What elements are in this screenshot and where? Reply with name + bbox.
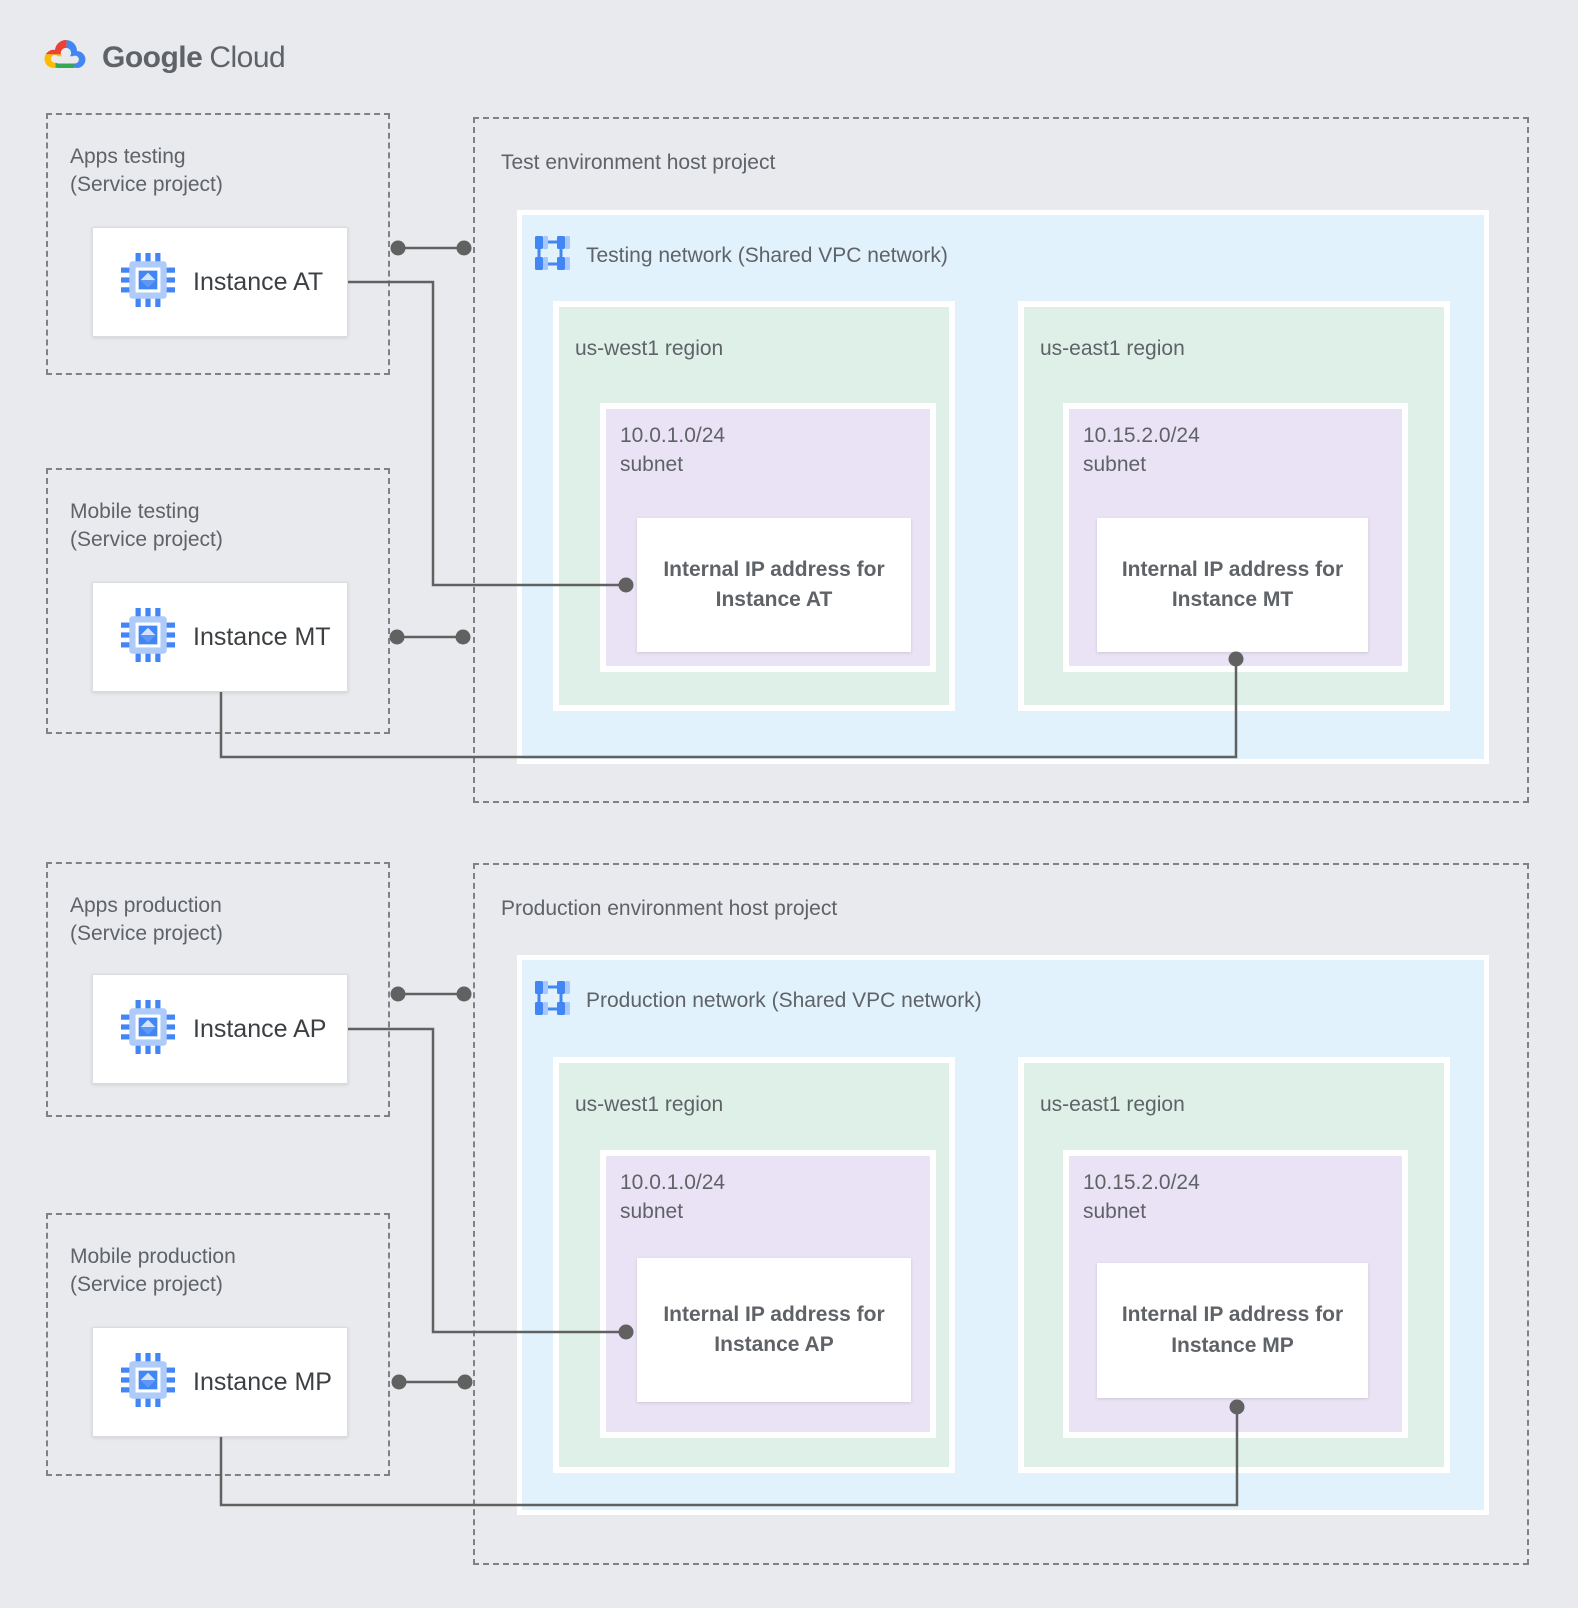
compute-engine-icon xyxy=(121,1352,175,1412)
instance-label: Instance MT xyxy=(193,622,331,651)
subnet-label: 10.0.1.0/24 subnet xyxy=(620,1168,725,1227)
logo-brand: Google xyxy=(102,40,203,74)
test-host-project-title: Test environment host project xyxy=(501,151,776,174)
subnet-label: 10.15.2.0/24 subnet xyxy=(1083,1168,1200,1227)
compute-engine-icon xyxy=(121,607,175,667)
mobile-production-label: Mobile production (Service project) xyxy=(70,1243,236,1300)
apps-production-project-box: Apps production (Service project) xyxy=(46,862,390,1117)
internal-ip-instance-mp-box: Internal IP address for Instance MP xyxy=(1097,1263,1368,1398)
subnet-cidr: 10.0.1.0/24 xyxy=(620,1171,726,1194)
subnet-label: 10.15.2.0/24 subnet xyxy=(1083,421,1200,480)
mobile-testing-project-box: Mobile testing (Service project) xyxy=(46,468,390,734)
project-name: Mobile testing xyxy=(70,500,200,523)
production-network-header: Production network (Shared VPC network) xyxy=(530,978,982,1023)
project-subtitle: (Service project) xyxy=(70,528,223,552)
project-subtitle: (Service project) xyxy=(70,1273,223,1297)
region-label: us-east1 region xyxy=(1040,337,1185,360)
instance-label: Instance AP xyxy=(193,1014,327,1043)
project-subtitle: (Service project) xyxy=(70,173,223,197)
vpc-network-icon xyxy=(530,978,570,1023)
compute-engine-icon xyxy=(121,252,175,312)
internal-ip-instance-ap-box: Internal IP address for Instance AP xyxy=(637,1258,911,1402)
testing-network-label: Testing network (Shared VPC network) xyxy=(586,243,948,267)
internal-ip-instance-at-box: Internal IP address for Instance AT xyxy=(637,518,911,652)
compute-engine-icon xyxy=(121,999,175,1059)
mobile-testing-label: Mobile testing (Service project) xyxy=(70,498,223,555)
instance-mt-card: Instance MT xyxy=(92,582,348,692)
testing-network-header: Testing network (Shared VPC network) xyxy=(530,233,948,278)
production-host-project-title: Production environment host project xyxy=(501,897,838,920)
project-name: Mobile production xyxy=(70,1245,236,1268)
project-subtitle: (Service project) xyxy=(70,922,223,946)
region-label: us-east1 region xyxy=(1040,1093,1185,1116)
project-name: Apps testing xyxy=(70,145,186,168)
instance-mp-card: Instance MP xyxy=(92,1327,348,1437)
production-network-label: Production network (Shared VPC network) xyxy=(586,988,982,1012)
subnet-cidr: 10.15.2.0/24 xyxy=(1083,1171,1200,1194)
internal-ip-instance-mt-box: Internal IP address for Instance MT xyxy=(1097,518,1368,652)
logo-product: Cloud xyxy=(209,40,286,74)
subnet-word: subnet xyxy=(1083,453,1147,477)
subnet-label: 10.0.1.0/24 subnet xyxy=(620,421,725,480)
region-label: us-west1 region xyxy=(575,337,724,360)
google-cloud-icon xyxy=(38,34,90,81)
vpc-network-icon xyxy=(530,233,570,278)
subnet-word: subnet xyxy=(620,453,684,477)
instance-label: Instance MP xyxy=(193,1367,332,1396)
mobile-production-project-box: Mobile production (Service project) xyxy=(46,1213,390,1476)
apps-testing-label: Apps testing (Service project) xyxy=(70,143,223,200)
project-name: Apps production xyxy=(70,894,222,917)
subnet-word: subnet xyxy=(1083,1200,1147,1224)
instance-at-card: Instance AT xyxy=(92,227,348,337)
instance-ap-card: Instance AP xyxy=(92,974,348,1084)
apps-testing-project-box: Apps testing (Service project) xyxy=(46,113,390,375)
subnet-cidr: 10.0.1.0/24 xyxy=(620,424,726,447)
region-label: us-west1 region xyxy=(575,1093,724,1116)
subnet-word: subnet xyxy=(620,1200,684,1224)
subnet-cidr: 10.15.2.0/24 xyxy=(1083,424,1200,447)
apps-production-label: Apps production (Service project) xyxy=(70,892,223,949)
instance-label: Instance AT xyxy=(193,267,324,296)
